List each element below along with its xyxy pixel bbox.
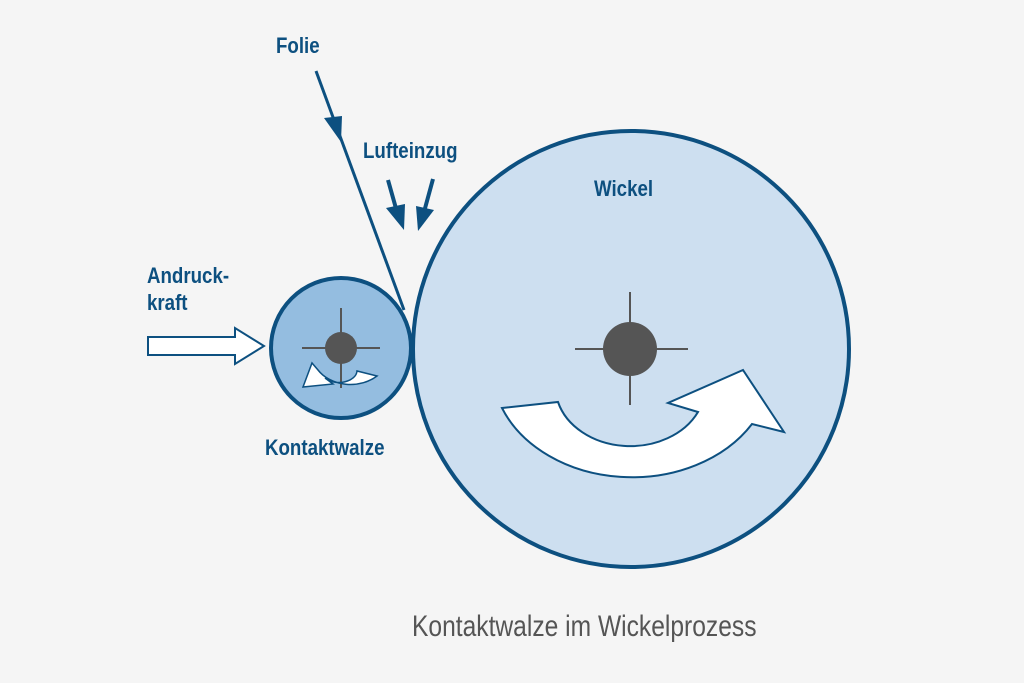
folie-arrow-icon [314,70,406,311]
folie-label: Folie [276,33,320,58]
wickel-rotation-arrow-icon [500,368,787,479]
andruckkraft-arrow-icon [147,326,266,366]
lufteinzug-label: Lufteinzug [363,138,458,163]
walze-rotation-arrow-icon [301,361,379,388]
kontaktwalze-label: Kontaktwalze [265,435,385,460]
wickel-label: Wickel [594,176,654,201]
andruckkraft-label-line1: Andruck- [147,263,230,288]
diagram-caption: Kontaktwalze im Wickelprozess [412,610,757,643]
lufteinzug-arrows-icon [386,178,435,231]
walze-center-icon [302,308,380,388]
wickel-center-icon [575,292,688,405]
andruckkraft-label-line2: kraft [147,290,188,315]
